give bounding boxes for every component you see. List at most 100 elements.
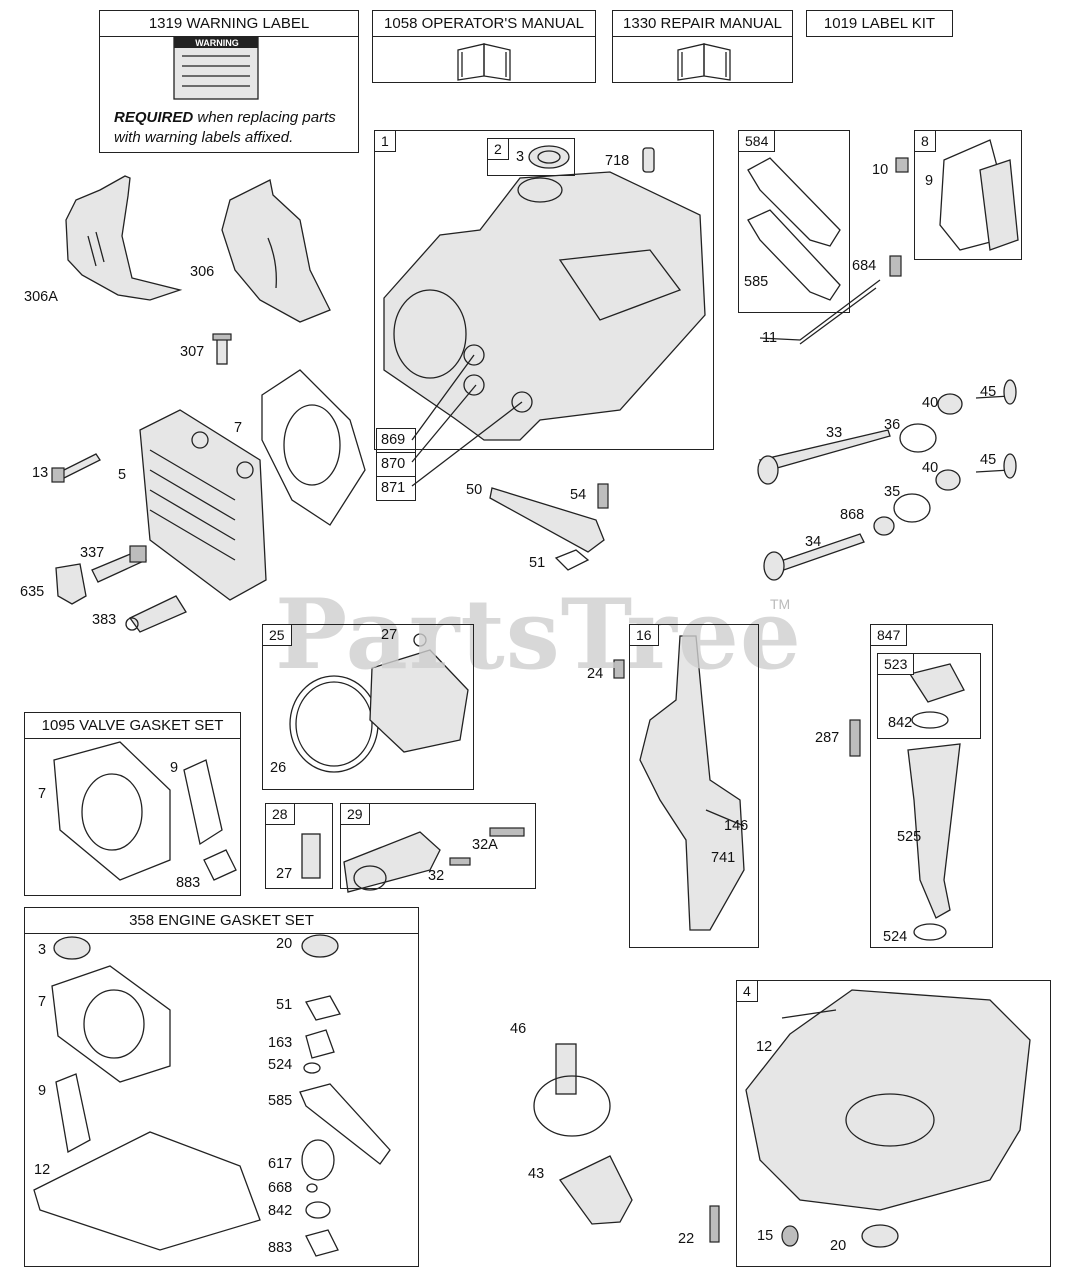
part-label-525[interactable]: 525 [897, 829, 922, 845]
head-gasket-icon [261, 369, 366, 526]
dipstick-tube-icon [759, 279, 881, 345]
part-label-307[interactable]: 307 [180, 344, 205, 360]
spark-plug-boot-icon [55, 563, 87, 605]
part-label-306a[interactable]: 306A [24, 289, 58, 305]
part-label-20-gasket-set[interactable]: 20 [276, 936, 293, 952]
part-label-9-gasket-set[interactable]: 9 [38, 1083, 47, 1099]
part-label-50[interactable]: 50 [466, 482, 483, 498]
part-label-36[interactable]: 36 [884, 417, 901, 433]
connecting-rod-box[interactable]: 29 [340, 803, 536, 889]
part-label-32a[interactable]: 32A [472, 837, 498, 853]
part-label-35[interactable]: 35 [884, 484, 901, 500]
part-label-146[interactable]: 146 [724, 818, 749, 834]
rocker-cover-box[interactable]: 8 [914, 130, 1022, 260]
label-kit-box[interactable]: 1019 LABEL KIT [806, 10, 953, 37]
part-label-12-sump[interactable]: 12 [756, 1039, 773, 1055]
callout-870-label: 870 [381, 456, 406, 472]
part-label-32[interactable]: 32 [428, 868, 445, 884]
part-label-868[interactable]: 868 [840, 507, 865, 523]
intake-gasket-box[interactable]: 584 [738, 130, 850, 313]
operators-manual-book-icon [457, 43, 511, 81]
part-label-15[interactable]: 15 [757, 1228, 774, 1244]
callout-871-label: 871 [381, 480, 406, 496]
part-label-7-head[interactable]: 7 [234, 420, 243, 436]
box-tag-8: 8 [915, 131, 936, 152]
part-label-7-valve-set[interactable]: 7 [38, 786, 47, 802]
part-label-842-gasket-set[interactable]: 842 [268, 1203, 293, 1219]
oil-sump-box[interactable]: 4 [736, 980, 1051, 1267]
part-label-524-gasket-set[interactable]: 524 [268, 1057, 293, 1073]
callout-871[interactable]: 871 [376, 476, 416, 501]
part-label-883-valve-set[interactable]: 883 [176, 875, 201, 891]
governor-icon [559, 1155, 633, 1225]
part-label-3-gasket-set[interactable]: 3 [38, 942, 47, 958]
operators-manual-box[interactable]: 1058 OPERATOR'S MANUAL [372, 10, 596, 83]
part-label-585-intake[interactable]: 585 [744, 274, 769, 290]
part-label-668[interactable]: 668 [268, 1180, 293, 1196]
dipstick-box[interactable]: 847 [870, 624, 993, 948]
part-label-718[interactable]: 718 [605, 153, 630, 169]
engine-gasket-set-box[interactable]: 358 ENGINE GASKET SET [24, 907, 419, 1267]
part-label-524-dipstick[interactable]: 524 [883, 929, 908, 945]
part-label-26[interactable]: 26 [270, 760, 287, 776]
part-label-40-upper[interactable]: 40 [922, 395, 939, 411]
part-label-383[interactable]: 383 [92, 612, 117, 628]
part-label-12-gasket-set[interactable]: 12 [34, 1162, 51, 1178]
part-label-842-cap[interactable]: 842 [888, 715, 913, 731]
piston-box[interactable]: 25 [262, 624, 474, 790]
dowel-pin-icon [642, 147, 655, 173]
part-label-5[interactable]: 5 [118, 467, 127, 483]
dipstick-cap-box[interactable]: 523 [877, 653, 981, 739]
part-label-20-sump[interactable]: 20 [830, 1238, 847, 1254]
part-label-33[interactable]: 33 [826, 425, 843, 441]
part-label-51-gasket-set[interactable]: 51 [276, 997, 293, 1013]
part-label-24[interactable]: 24 [587, 666, 604, 682]
required-bold: REQUIRED [114, 109, 194, 126]
valve-gasket-set-box[interactable]: 1095 VALVE GASKET SET [24, 712, 241, 896]
crankshaft-box[interactable]: 16 [629, 624, 759, 948]
part-label-617[interactable]: 617 [268, 1156, 293, 1172]
part-label-9-cover[interactable]: 9 [925, 173, 934, 189]
camshaft-icon [533, 1043, 611, 1137]
part-label-337[interactable]: 337 [80, 545, 105, 561]
part-label-13[interactable]: 13 [32, 465, 49, 481]
callout-869[interactable]: 869 [376, 428, 416, 453]
callout-869-label: 869 [381, 432, 406, 448]
part-label-741[interactable]: 741 [711, 850, 736, 866]
part-label-22[interactable]: 22 [678, 1231, 695, 1247]
part-label-287[interactable]: 287 [815, 730, 840, 746]
label-kit-title: 1019 LABEL KIT [823, 15, 936, 32]
part-label-34[interactable]: 34 [805, 534, 822, 550]
warning-label-box[interactable]: 1319 WARNING LABEL WARNING REQUIRED when… [99, 10, 359, 153]
part-label-43[interactable]: 43 [528, 1166, 545, 1182]
part-label-7-gasket-set[interactable]: 7 [38, 994, 47, 1010]
oil-seal-box[interactable]: 2 [487, 138, 575, 176]
part-label-3-seal[interactable]: 3 [516, 149, 525, 165]
part-label-306[interactable]: 306 [190, 264, 215, 280]
part-label-883-gasket-set[interactable]: 883 [268, 1240, 293, 1256]
warning-label-title: 1319 WARNING LABEL [100, 11, 358, 37]
part-label-163[interactable]: 163 [268, 1035, 293, 1051]
part-label-54[interactable]: 54 [570, 487, 587, 503]
part-label-9-valve-set[interactable]: 9 [170, 760, 179, 776]
part-label-635[interactable]: 635 [20, 584, 45, 600]
part-label-46[interactable]: 46 [510, 1021, 527, 1037]
part-label-11[interactable]: 11 [762, 330, 778, 346]
screw-10-icon [895, 157, 909, 173]
part-label-684[interactable]: 684 [852, 258, 877, 274]
cylinder-block-box[interactable]: 1 [374, 130, 714, 450]
repair-manual-box[interactable]: 1330 REPAIR MANUAL [612, 10, 793, 83]
callout-870[interactable]: 870 [376, 452, 416, 477]
part-label-10[interactable]: 10 [872, 162, 889, 178]
part-label-27-pin[interactable]: 27 [276, 866, 293, 882]
wrist-pin-box[interactable]: 28 [265, 803, 333, 889]
part-label-40-lower[interactable]: 40 [922, 460, 939, 476]
part-label-27-piston[interactable]: 27 [381, 627, 398, 643]
box-tag-847: 847 [871, 625, 908, 646]
part-label-51[interactable]: 51 [529, 555, 546, 571]
part-label-45-lower[interactable]: 45 [980, 452, 997, 468]
part-label-45-upper[interactable]: 45 [980, 384, 997, 400]
part-label-585-gasket-set[interactable]: 585 [268, 1093, 293, 1109]
required-line1: when replacing parts [193, 109, 336, 126]
